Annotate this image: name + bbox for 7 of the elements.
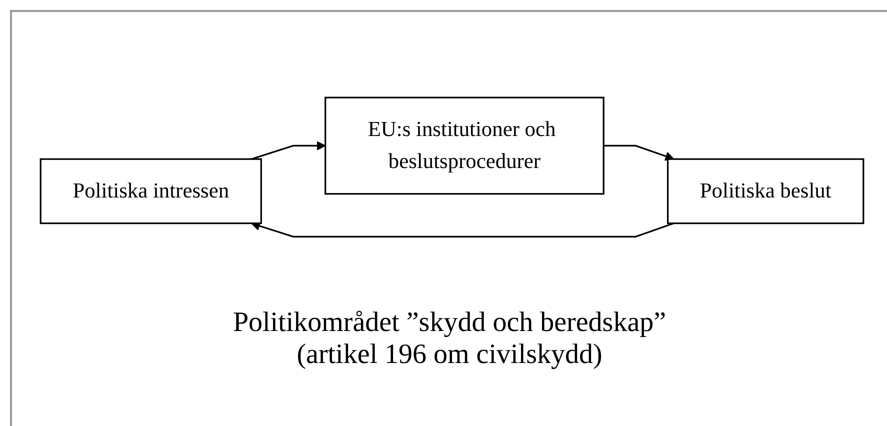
node-box: Politiska intressen xyxy=(40,158,262,224)
arrow xyxy=(250,221,674,238)
node-box: Politiska beslut xyxy=(666,158,864,224)
arrow xyxy=(604,144,674,161)
caption: Politikområdet ”skydd och beredskap” (artikel 196 om civilskydd) xyxy=(232,307,668,371)
arrow xyxy=(251,140,326,160)
node-box: EU:s institutioner och beslutsprocedurer xyxy=(324,96,604,195)
